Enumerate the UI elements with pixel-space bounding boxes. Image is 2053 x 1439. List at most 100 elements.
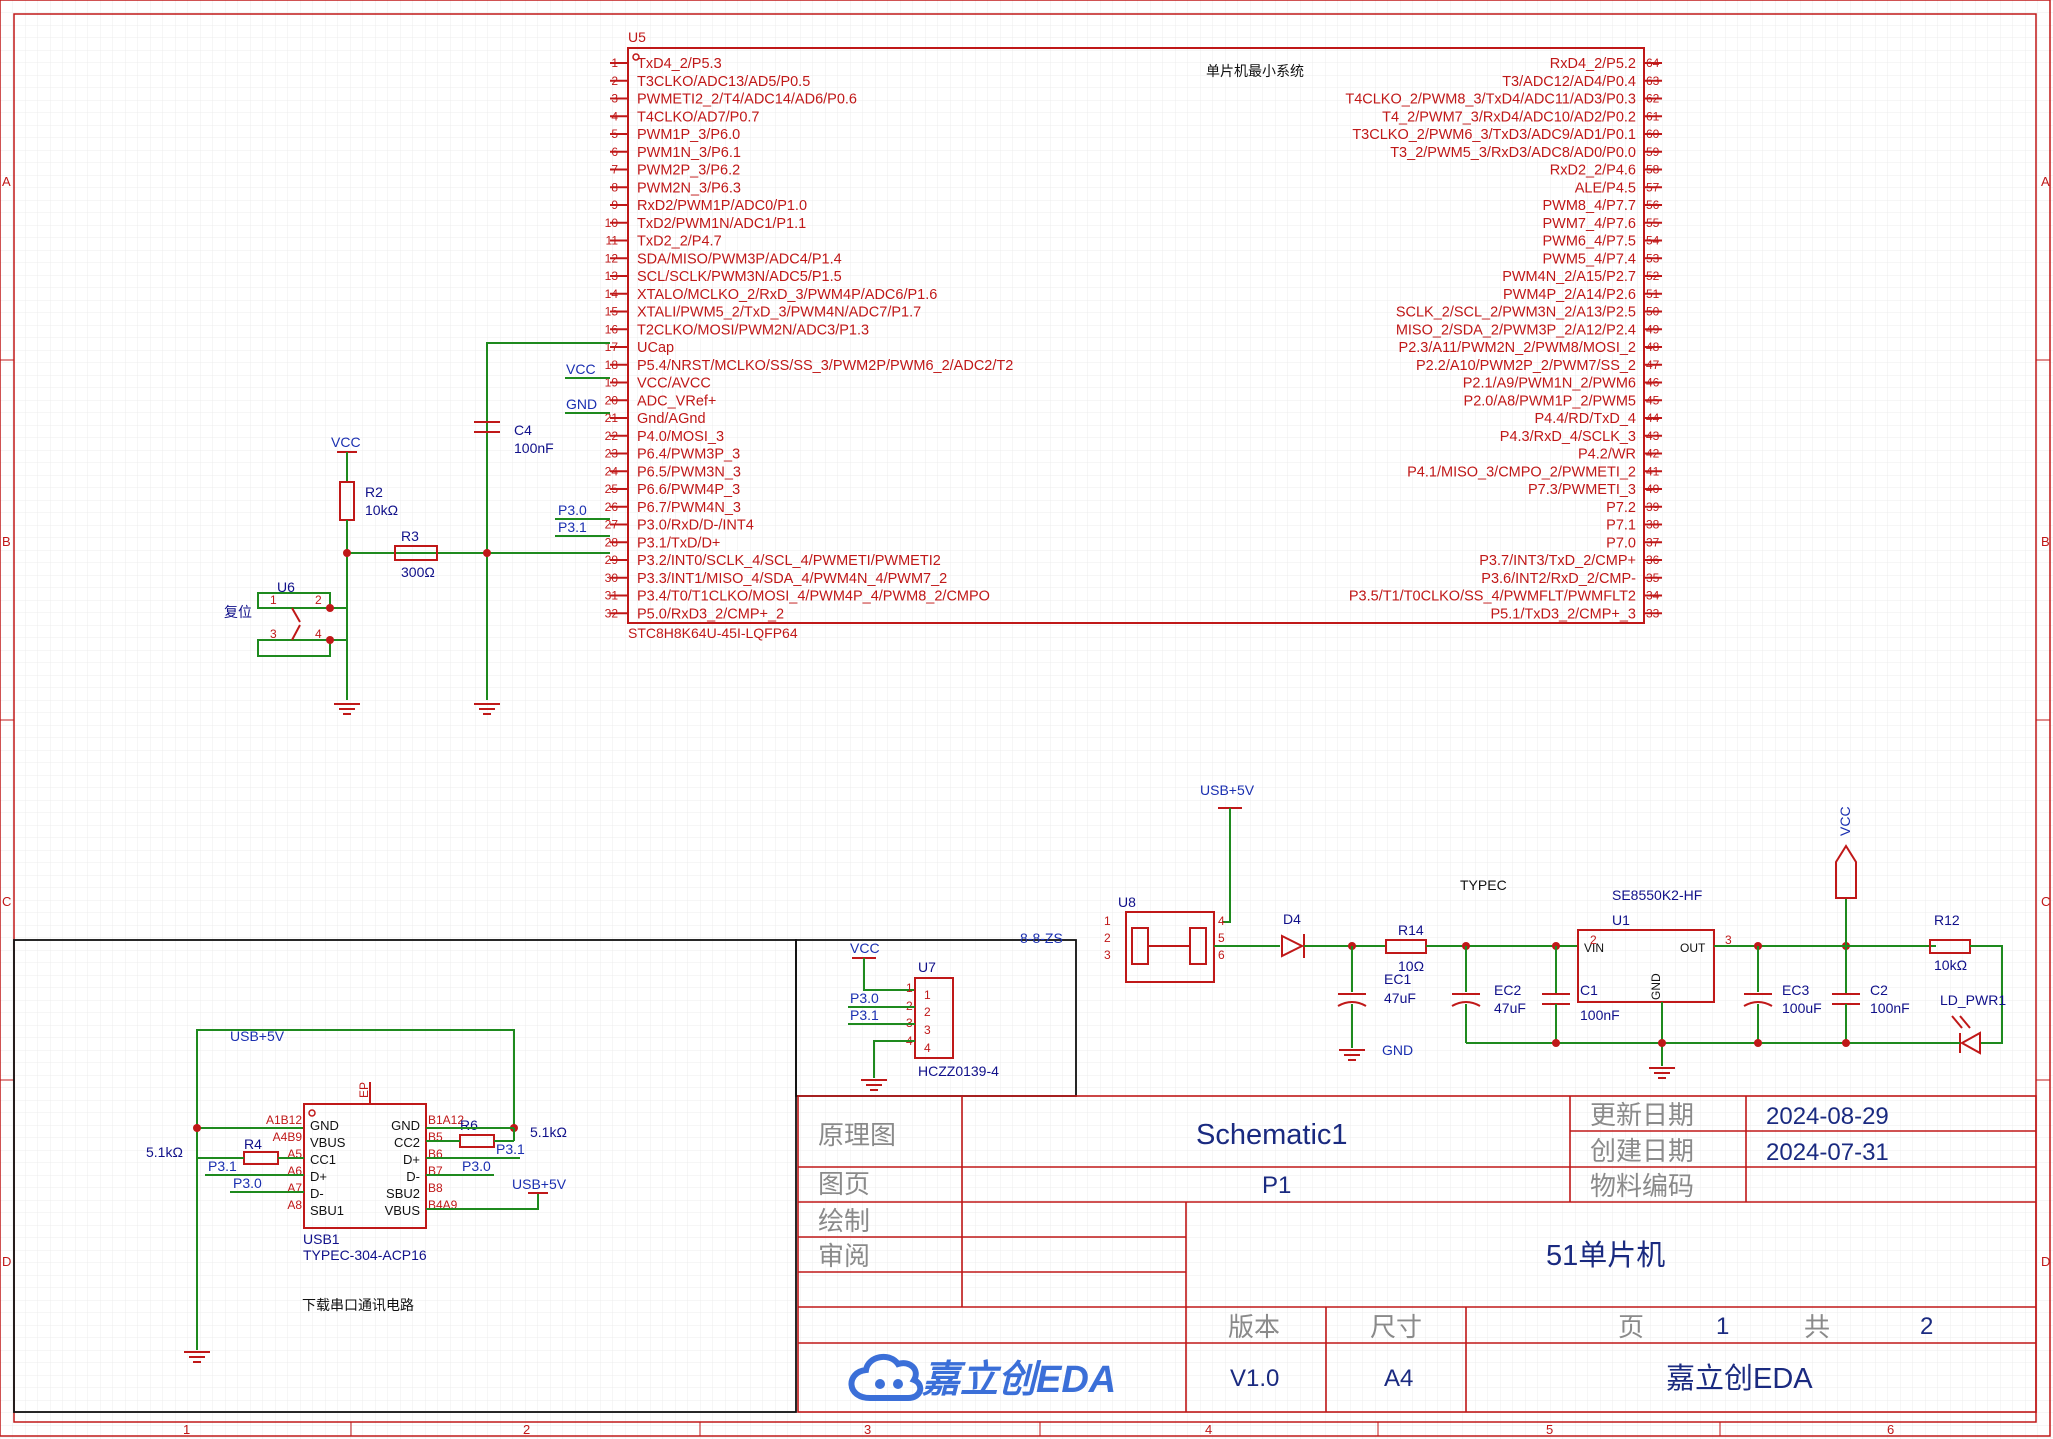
mcu-ref: U5 <box>628 29 646 45</box>
r6-ref: R6 <box>460 1117 478 1133</box>
net-label-usb5v: USB+5V <box>512 1176 567 1192</box>
u6-ref: U6 <box>277 579 295 595</box>
mcu-pin-number: 3 <box>611 92 618 106</box>
border-row-label: B <box>2041 534 2050 549</box>
mcu-pin-number: 7 <box>611 163 618 177</box>
ec1-value: 47uF <box>1384 990 1416 1006</box>
tb-size: A4 <box>1384 1365 1413 1392</box>
mcu-pin-name: ADC_VRef+ <box>637 393 716 409</box>
mcu-pin-name: P3.0/RxD/D-/INT4 <box>637 518 754 534</box>
tb-total-label: 共 <box>1804 1312 1830 1342</box>
mcu-pin-name: T4_2/PWM7_3/RxD4/ADC10/AD2/P0.2 <box>1382 109 1636 125</box>
r6-value: 5.1kΩ <box>530 1124 567 1140</box>
reset-circuit: VCC R2 10kΩ R3 300Ω C4 100nF U6 复位 <box>224 421 554 715</box>
mcu-pin-number: 34 <box>1646 589 1660 603</box>
gnd-symbol <box>861 1079 887 1091</box>
border-col-label: 3 <box>864 1422 871 1437</box>
u7-pin: 1 <box>906 981 913 995</box>
mcu-title: 单片机最小系统 <box>1206 63 1304 79</box>
mcu-pin-number: 30 <box>605 571 619 585</box>
mcu-pin-name: RxD2/PWM1P/ADC0/P1.0 <box>637 198 807 214</box>
mcu-pin-name: T3CLKO_2/PWM6_3/TxD3/ADC9/AD1/P0.1 <box>1352 127 1636 143</box>
mcu-pin-number: 42 <box>1646 447 1660 461</box>
u7-pin: 1 <box>924 988 931 1002</box>
mcu-pin-name: RxD2_2/P4.6 <box>1550 163 1636 179</box>
r14-ref: R14 <box>1398 922 1424 938</box>
usb-download-block: 下载串口通讯电路 USB+5V USB1 TYPEC-304-ACP16 EP … <box>13 939 797 1413</box>
ec1-ref: EC1 <box>1384 971 1411 987</box>
usb-caption: 下载串口通讯电路 <box>302 1297 414 1313</box>
border-col-label: 4 <box>1205 1422 1212 1437</box>
mcu-pin-number: 45 <box>1646 393 1660 407</box>
net-label-p31: P3.1 <box>850 1007 879 1023</box>
mcu-pin-number: 9 <box>611 198 618 212</box>
d4-ref: D4 <box>1283 911 1301 927</box>
mcu-pin-number: 50 <box>1646 305 1660 319</box>
mcu-pin-number: 5 <box>611 127 618 141</box>
border-col-label: 5 <box>1546 1422 1553 1437</box>
mcu-pin-number: 16 <box>605 322 619 336</box>
r2-value: 10kΩ <box>365 502 398 518</box>
usb-pin-number: A4B9 <box>273 1130 303 1144</box>
mcu-pin-name: XTALI/PWM5_2/TxD_3/PWM4N/ADC7/P1.7 <box>637 305 921 321</box>
mcu-pin-number: 33 <box>1646 606 1660 620</box>
mcu-pin-name: XTALO/MCLKO_2/RxD_3/PWM4P/ADC6/P1.6 <box>637 287 937 303</box>
mcu-pin-name: PWM6_4/P7.5 <box>1543 234 1637 250</box>
mcu-pin-number: 48 <box>1646 340 1660 354</box>
mcu-pin-name: P6.6/PWM4P_3 <box>637 482 740 498</box>
net-label-p30: P3.0 <box>233 1175 262 1191</box>
mcu-pin-name: P7.3/PWMETI_3 <box>1528 482 1636 498</box>
mcu-pin-name: PWM4N_2/A15/P2.7 <box>1502 269 1636 285</box>
mcu-pin-name: P5.1/TxD3_2/CMP+_3 <box>1491 606 1636 622</box>
mcu-pin-name: T4CLKO_2/PWM8_3/TxD4/ADC11/AD3/P0.3 <box>1345 92 1636 108</box>
mcu-pin-name: P2.3/A11/PWM2N_2/PWM8/MOSI_2 <box>1399 340 1636 356</box>
mcu-pin-number: 24 <box>605 464 619 478</box>
c1-value: 100nF <box>1580 1007 1620 1023</box>
u1-gnd: GND <box>1649 973 1663 1000</box>
mcu-pin-number: 37 <box>1646 535 1660 549</box>
tb-update-label: 更新日期 <box>1590 1100 1694 1130</box>
mcu-pin-name: P4.1/MISO_3/CMPO_2/PWMETI_2 <box>1407 464 1636 480</box>
cloud-logo-icon <box>848 1353 924 1401</box>
mcu-pin-number: 62 <box>1646 92 1660 106</box>
net-label-vcc: VCC <box>1837 806 1853 836</box>
r4-ref: R4 <box>244 1136 262 1152</box>
power-circuit: 8-8-ZS USB+5V U8 1 2 3 4 5 6 D4 R14 10Ω … <box>1020 782 2006 1079</box>
mcu-pin-name: UCap <box>637 340 674 356</box>
net-label-vcc: VCC <box>331 434 361 450</box>
border-row-label: D <box>2 1254 11 1269</box>
usb1-part: TYPEC-304-ACP16 <box>303 1247 427 1263</box>
tb-version-label: 版本 <box>1228 1312 1280 1342</box>
mcu-pin-number: 2 <box>611 74 618 88</box>
mcu-pin-name: T2CLKO/MOSI/PWM2N/ADC3/P1.3 <box>637 322 869 338</box>
mcu-pin-number: 15 <box>605 305 619 319</box>
r3-value: 300Ω <box>401 564 435 580</box>
mcu-pin-name: P3.2/INT0/SCLK_4/SCL_4/PWMETI/PWMETI2 <box>637 553 941 569</box>
u7-ref: U7 <box>918 959 936 975</box>
u8-pin: 3 <box>1104 948 1111 962</box>
net-label-vcc: VCC <box>850 940 880 956</box>
border-row-label: A <box>2041 174 2050 189</box>
mcu-pin-number: 53 <box>1646 251 1660 265</box>
usb-pin-name: VBUS <box>310 1135 346 1150</box>
c4-ref: C4 <box>514 422 532 438</box>
mcu-pin-number: 10 <box>605 216 619 230</box>
mcu-pin-name: T4CLKO/AD7/P0.7 <box>637 109 760 125</box>
mcu-body <box>627 47 1645 624</box>
mcu-pin-number: 31 <box>605 589 619 603</box>
tb-page-num: 1 <box>1716 1313 1729 1340</box>
net-label-p30: P3.0 <box>850 990 879 1006</box>
title-block: 原理图 Schematic1 更新日期 2024-08-29 创建日期 2024… <box>797 1095 2037 1413</box>
ec3-ref: EC3 <box>1782 982 1809 998</box>
mcu-pin-number: 13 <box>605 269 619 283</box>
tb-review-label: 审阅 <box>818 1241 870 1271</box>
mcu-pin-number: 21 <box>605 411 619 425</box>
usb-pin-name: GND <box>310 1118 339 1133</box>
mcu-pin-name: PWM4P_2/A14/P2.6 <box>1503 287 1636 303</box>
usb-pin-name: GND <box>391 1118 420 1133</box>
mcu-pin-number: 58 <box>1646 163 1660 177</box>
net-label-p31: P3.1 <box>208 1158 237 1174</box>
mcu-pin-number: 56 <box>1646 198 1660 212</box>
mcu-pin-number: 4 <box>611 109 618 123</box>
